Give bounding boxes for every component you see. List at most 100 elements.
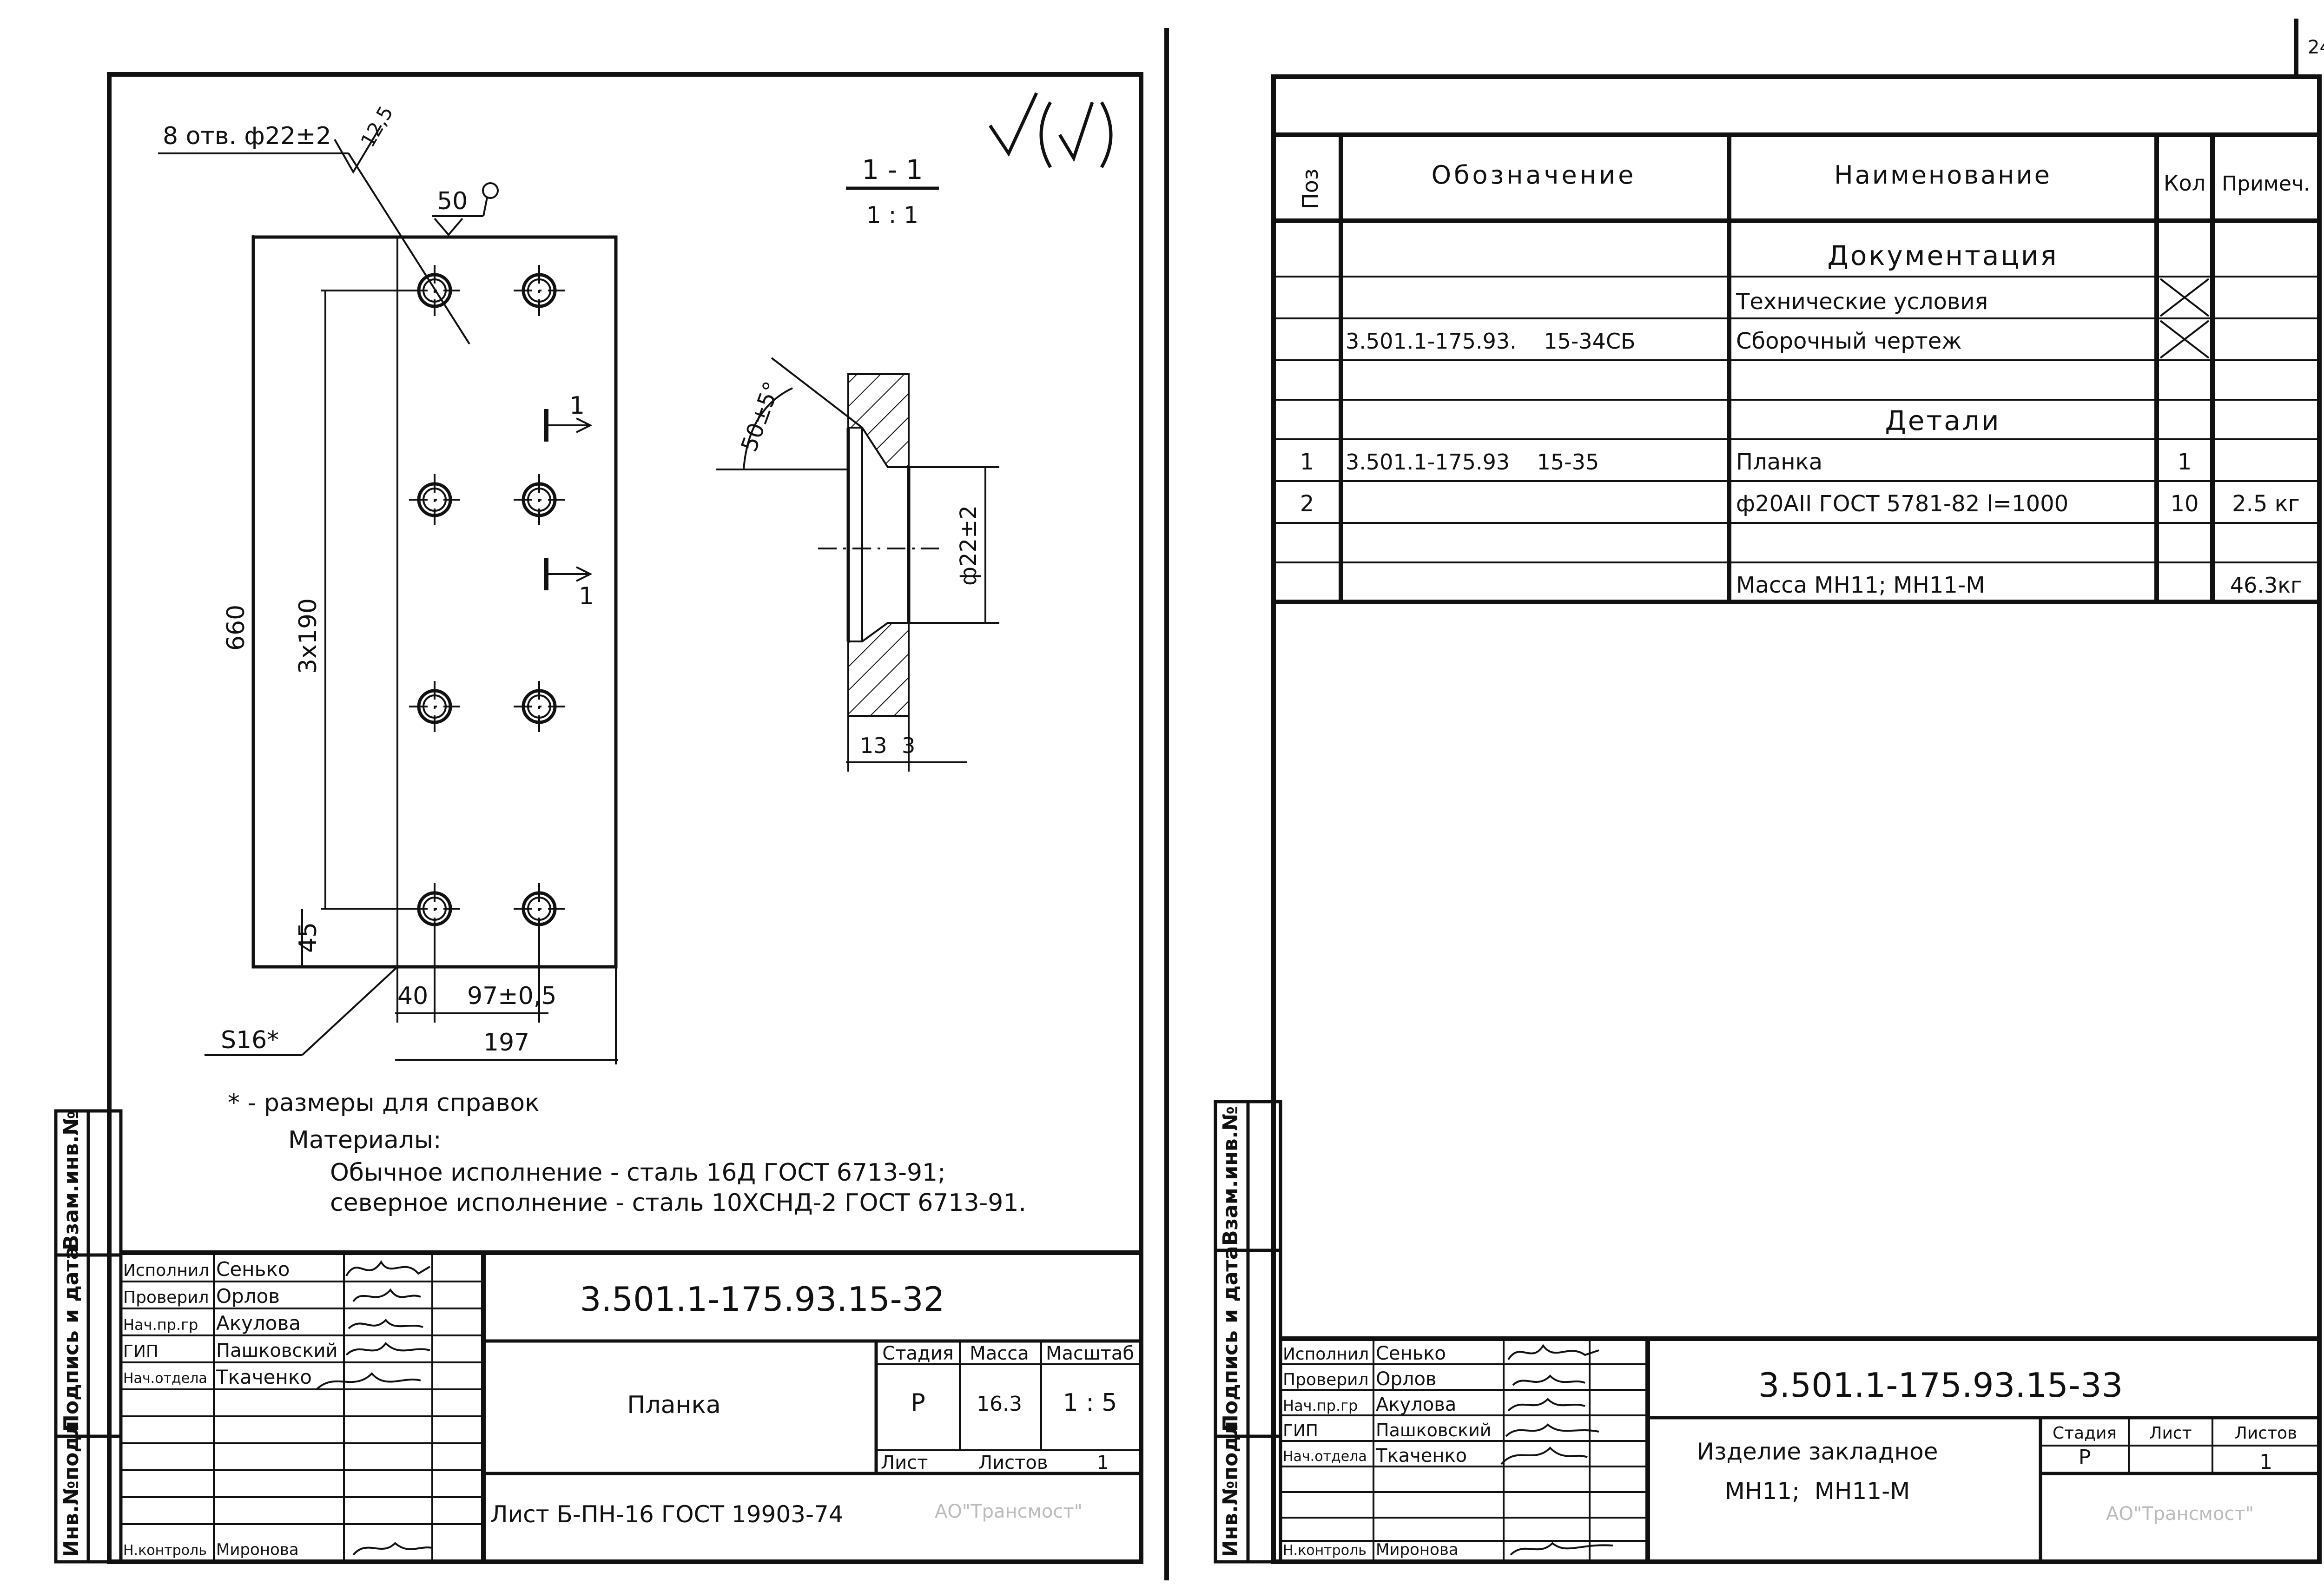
specification-table: Поз Обозначение Наименование Кол Примеч.…: [1274, 132, 2319, 604]
right-designation: 3.501.1-175.93.15-33: [1758, 1366, 2123, 1405]
right-sheet: 24 Инв.№подл Подпись и дата Взам.инв.№: [1214, 19, 2324, 1564]
left-sheet-frame: [107, 72, 1143, 1564]
note-reference-dims: * - размеры для справок: [228, 1089, 540, 1117]
left-side-strip: Инв.№подл Подпись и дата Взам.инв.№: [54, 1109, 123, 1564]
right-sheets-value: 1: [2259, 1450, 2272, 1474]
spec-header-pos: Поз: [1298, 169, 1323, 209]
dim-3: 3: [902, 733, 915, 758]
spec-row-designation: 3.501.1-175.93. 15-34СБ: [1346, 329, 1636, 354]
right-sheet-frame: [1271, 74, 2322, 1564]
section-scale: 1 : 1: [866, 202, 918, 229]
materials-title: Материалы:: [288, 1126, 442, 1154]
left-stage-value: Р: [911, 1389, 925, 1417]
left-control-role: Н.контроль: [123, 1542, 207, 1559]
spec-row-name: Масса МН11; МН11-М: [1736, 572, 1985, 598]
left-role-ispolnil: Исполнил: [123, 1261, 209, 1280]
spec-row-note: 2.5 кг: [2232, 491, 2300, 517]
left-mass-value: 16.3: [977, 1392, 1022, 1416]
left-name-orlov: Орлов: [216, 1285, 280, 1308]
materials-line-1: Обычное исполнение - сталь 16Д ГОСТ 6713…: [330, 1159, 946, 1187]
left-scale-value: 1 : 5: [1063, 1389, 1117, 1417]
right-sheet-label: Лист: [2149, 1424, 2192, 1443]
left-designation: 3.501.1-175.93.15-32: [580, 1280, 945, 1319]
right-signatures: [1500, 1344, 1613, 1556]
plate-holes: [409, 265, 565, 934]
left-side-label-vzam-inv: Взам.инв.№: [59, 1111, 83, 1250]
left-sheets-value: 1: [1097, 1452, 1109, 1473]
right-side-label-vzam-inv: Взам.инв.№: [1219, 1106, 1242, 1246]
left-role-proveril: Проверил: [123, 1288, 209, 1307]
left-scale-label: Масштаб: [1046, 1343, 1134, 1364]
right-stage-label: Стадия: [2053, 1424, 2117, 1443]
right-product-name-line1: Изделие закладное: [1697, 1438, 1938, 1465]
spec-row-cross-icon: [2159, 320, 2210, 359]
right-stage-value: Р: [2079, 1446, 2091, 1469]
right-title-block: Исполнил Проверил Нач.пр.гр ГИП Нач.отде…: [1281, 1336, 2319, 1562]
page-number: 24: [2308, 37, 2324, 58]
left-side-label-inv-podl: Инв.№подл: [59, 1421, 83, 1557]
left-side-label-signature-date: Подпись и дата: [59, 1246, 83, 1432]
dim-45: 45: [294, 922, 322, 953]
spec-row-name: Сборочный чертеж: [1736, 328, 1962, 354]
roughness-general-symbol: [989, 92, 1113, 168]
left-signatures: [315, 1260, 433, 1556]
dim-660: 660: [222, 605, 250, 651]
materials-line-2: северное исполнение - сталь 10ХСНД-2 ГОС…: [330, 1189, 1026, 1217]
spec-row-name: Технические условия: [1736, 289, 1988, 315]
holes-note: 8 отв. ф22±2: [163, 122, 331, 150]
plate-dimensions: 660 3х190 45 40 97±0,5 197 S16*: [205, 235, 618, 1064]
left-name-akulova: Акулова: [216, 1312, 301, 1334]
spec-header-note: Примеч.: [2222, 172, 2310, 196]
left-role-nach-pr-gr: Нач.пр.гр: [123, 1316, 198, 1334]
left-role-gip: ГИП: [123, 1342, 158, 1361]
right-name-senko: Сенько: [1376, 1343, 1446, 1364]
right-control-role: Н.контроль: [1283, 1542, 1367, 1559]
hole: [514, 474, 565, 525]
left-organization: АО"Трансмост": [935, 1501, 1083, 1522]
right-side-strip: Инв.№подл Подпись и дата Взам.инв.№: [1214, 1100, 1282, 1564]
spec-header-qty: Кол: [2164, 171, 2205, 196]
right-side-label-signature-date: Подпись и дата: [1219, 1246, 1242, 1432]
right-name-pashkovsky: Пашковский: [1376, 1420, 1491, 1440]
section-mark-bottom: 1: [579, 582, 594, 610]
spec-row-pos: 1: [1300, 449, 1314, 475]
right-organization: АО"Трансмост": [2106, 1503, 2254, 1525]
right-sheets-label: Листов: [2235, 1424, 2297, 1443]
left-mass-label: Масса: [970, 1343, 1029, 1364]
hole: [409, 474, 460, 525]
right-role-nach-otdela: Нач.отдела: [1283, 1448, 1367, 1465]
spec-row-name: Планка: [1736, 449, 1822, 475]
left-role-nach-otdela: Нач.отдела: [123, 1370, 207, 1387]
left-sheets-label: Листов: [978, 1452, 1048, 1473]
right-name-tkachenko: Ткаченко: [1375, 1445, 1467, 1466]
left-title-block: Исполнил Проверил Нач.пр.гр ГИП Нач.отде…: [121, 1250, 1141, 1562]
hole: [409, 681, 460, 732]
dim-angle: 50±5°: [736, 378, 786, 456]
right-name-orlov: Орлов: [1376, 1368, 1437, 1390]
spec-row-pos: 2: [1300, 491, 1314, 517]
spec-row-designation: 3.501.1-175.93 15-35: [1346, 449, 1599, 475]
left-name-tkachenko: Ткаченко: [216, 1366, 312, 1388]
hole: [409, 265, 460, 316]
left-control-name: Миронова: [216, 1540, 299, 1559]
section-view: 50±5° ф22±2 13 3: [716, 357, 999, 772]
spec-row-name: ф20АII ГОСТ 5781-82 l=1000: [1736, 491, 2068, 517]
left-name-senko: Сенько: [216, 1258, 290, 1281]
left-stage-label: Стадия: [882, 1343, 953, 1364]
section-mark-top: 1: [569, 392, 585, 420]
right-role-nach-pr-gr: Нач.пр.гр: [1283, 1397, 1358, 1414]
spec-row-name: Документация: [1828, 240, 2059, 271]
spec-row-qty: 10: [2170, 491, 2199, 517]
left-sheet-label: Лист: [881, 1452, 928, 1473]
hole: [514, 883, 565, 934]
dim-40: 40: [397, 982, 428, 1010]
spec-row-cross-icon: [2159, 278, 2210, 317]
right-role-ispolnil: Исполнил: [1283, 1345, 1369, 1364]
section-cut-marker: 1 1: [544, 392, 594, 610]
right-product-name-line2: МН11; МН11-М: [1725, 1478, 1910, 1505]
left-part-name: Планка: [627, 1391, 720, 1419]
spec-row-qty: 1: [2178, 449, 2192, 475]
hole: [514, 681, 565, 732]
dim-13: 13: [860, 733, 887, 758]
